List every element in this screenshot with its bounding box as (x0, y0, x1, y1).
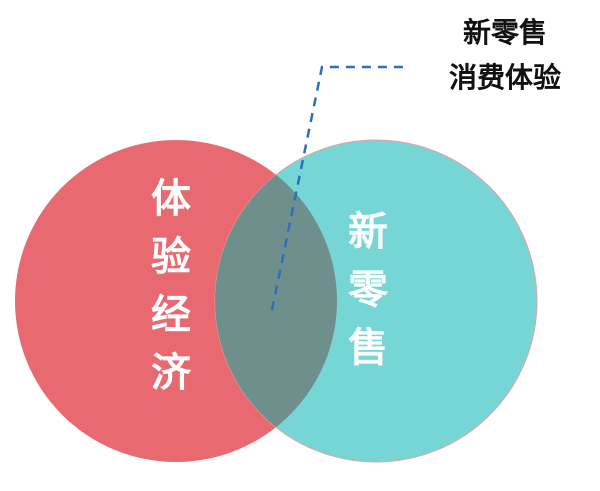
callout-leader-line (270, 65, 408, 311)
callout-line-2: 消费体验 (448, 61, 561, 94)
right-label-char-3: 售 (348, 325, 388, 371)
intersection-callout: 新零售 消费体验 (420, 10, 590, 100)
left-label-char-2: 验 (151, 234, 191, 280)
new-retail-label: 新 零 售 (348, 203, 388, 377)
right-label-char-2: 零 (348, 267, 388, 313)
overlap-region (215, 140, 337, 462)
left-label-char-4: 济 (151, 350, 191, 396)
experience-economy-label: 体 验 经 济 (151, 170, 191, 402)
left-label-char-3: 经 (151, 292, 191, 338)
left-label-char-1: 体 (151, 176, 191, 222)
right-label-char-1: 新 (348, 209, 388, 255)
callout-line-1: 新零售 (462, 16, 547, 49)
